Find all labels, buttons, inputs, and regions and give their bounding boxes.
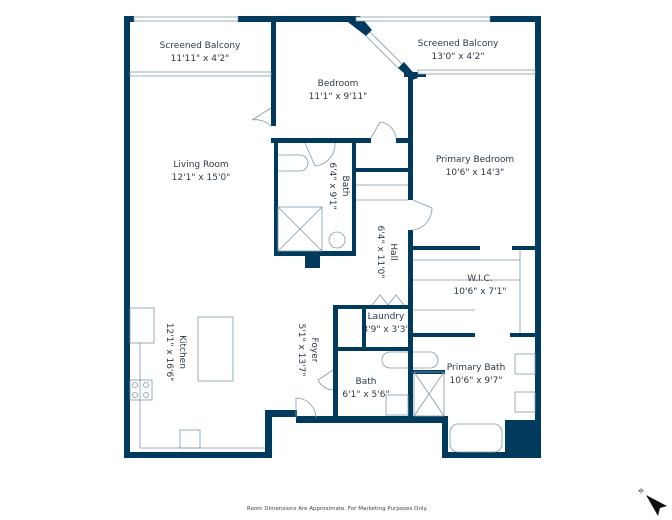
wic-name: W.I.C. <box>467 274 492 284</box>
primary-bath-dims: 10'6" x 9'7" <box>450 376 503 386</box>
compass-label: N <box>637 487 645 495</box>
bath-lower-name: Bath <box>356 377 377 387</box>
fixtures <box>129 154 536 453</box>
primary-bath-name: Primary Bath <box>447 363 506 373</box>
laundry-name: Laundry <box>368 312 405 322</box>
living-name: Living Room <box>173 160 228 170</box>
kitchen-name: Kitchen <box>177 335 187 369</box>
primary-bedroom-dims: 10'6" x 14'3" <box>446 168 505 178</box>
bedroom-name: Bedroom <box>318 79 359 89</box>
kitchen-dims: 12'1" x 16'6" <box>164 323 174 382</box>
balcony-left-dims: 11'11" x 4'2" <box>171 54 230 64</box>
walls <box>124 16 541 458</box>
balcony-right-dims: 13'0" x 4'2" <box>432 52 485 62</box>
foyer-name: Foyer <box>309 338 319 363</box>
hall-name: Hall <box>388 243 398 260</box>
doors <box>251 107 433 419</box>
bedroom-dims: 11'1" x 9'11" <box>309 92 368 102</box>
primary-bedroom-name: Primary Bedroom <box>436 155 514 165</box>
foyer-dims: 5'1" x 13'7" <box>296 324 306 377</box>
room-labels: Screened Balcony 11'11" x 4'2" Screened … <box>160 39 515 400</box>
balcony-left-name: Screened Balcony <box>160 41 241 51</box>
bath-upper-name: Bath <box>340 176 350 197</box>
north-arrow-icon: N <box>637 487 667 516</box>
balcony-right-name: Screened Balcony <box>418 39 499 49</box>
bath-upper-dims: 6'4" x 9'1" <box>327 162 337 209</box>
disclaimer: Room Dimensions Are Approximate. For Mar… <box>247 506 428 512</box>
bath-lower-dims: 6'1" x 5'6" <box>342 390 389 400</box>
windows <box>129 16 536 77</box>
living-dims: 12'1" x 15'0" <box>172 173 231 183</box>
hall-dims: 6'4" x 11'0" <box>375 226 385 279</box>
wic-dims: 10'6" x 7'1" <box>454 287 507 297</box>
laundry-dims: 3'9" x 3'3" <box>362 325 409 335</box>
